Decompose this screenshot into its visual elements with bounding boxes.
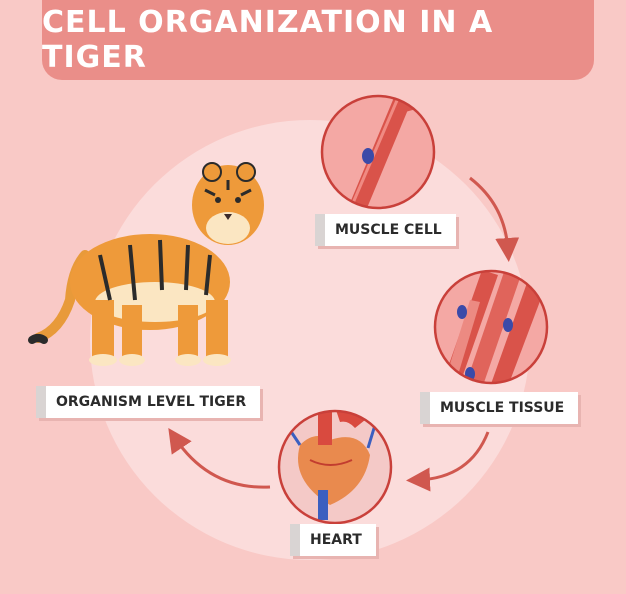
heart-illustration — [277, 409, 393, 525]
stage-label-muscle-cell: MUSCLE CELL — [315, 214, 456, 246]
diagram-title: CELL ORGANIZATION IN A TIGER — [42, 5, 494, 75]
stage-label-heart: HEART — [290, 524, 376, 556]
stage-label-muscle-tissue: MUSCLE TISSUE — [420, 392, 579, 424]
muscle-tissue-illustration — [433, 269, 549, 385]
arrow-cell-to-tissue — [469, 176, 520, 262]
title-banner: CELL ORGANIZATION IN A TIGER — [42, 0, 594, 80]
tiger-illustration — [28, 162, 264, 366]
arrow-heart-to-tiger — [168, 428, 271, 489]
arrow-tissue-to-heart — [406, 431, 490, 492]
stage-label-organism-tiger: ORGANISM LEVEL TIGER — [36, 386, 261, 418]
muscle-cell-illustration — [320, 94, 436, 210]
